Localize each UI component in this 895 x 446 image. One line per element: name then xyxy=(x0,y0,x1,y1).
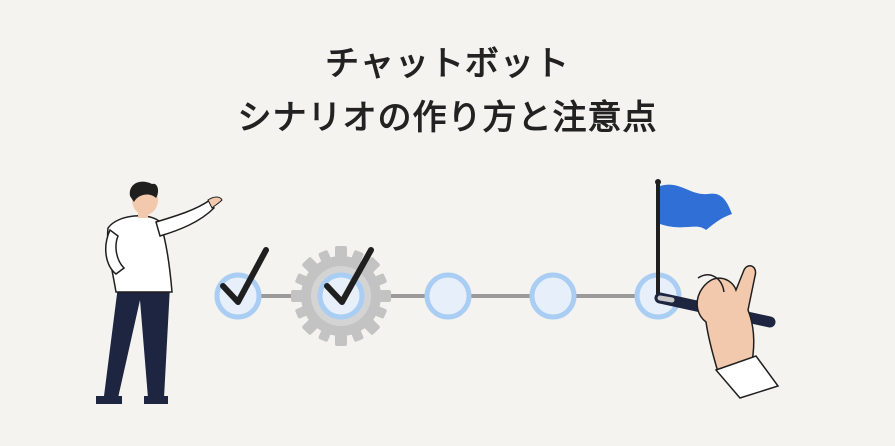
hand-with-pen xyxy=(654,265,780,399)
step-circle-3 xyxy=(424,272,472,320)
page-title: チャットボット シナリオの作り方と注意点 xyxy=(0,38,895,144)
person-pointing xyxy=(96,181,223,404)
check-icon xyxy=(324,247,374,305)
title-line-1: チャットボット xyxy=(325,44,570,84)
title-line-2: シナリオの作り方と注意点 xyxy=(237,98,658,138)
step-circle-4 xyxy=(529,272,577,320)
flag-icon xyxy=(655,179,732,296)
check-icon xyxy=(220,247,269,305)
